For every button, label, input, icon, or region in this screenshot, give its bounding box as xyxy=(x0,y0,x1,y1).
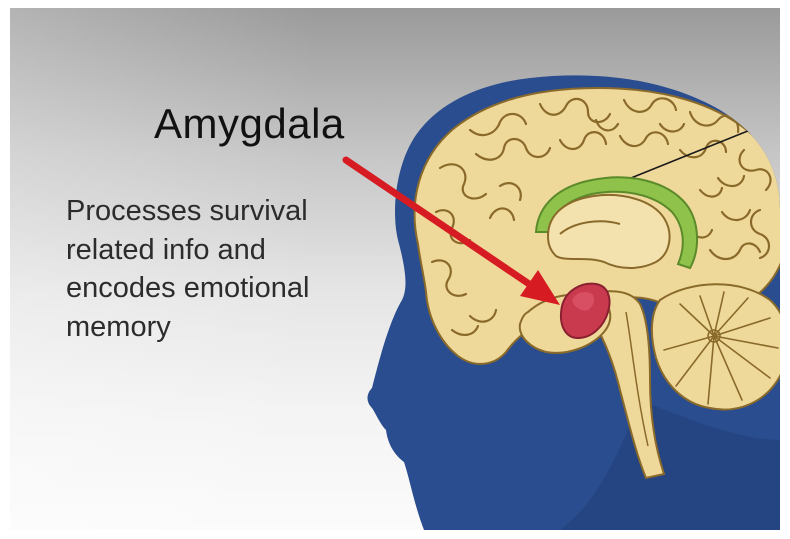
description-line: related info and xyxy=(66,231,386,270)
description-line: Processes survival xyxy=(66,192,386,231)
description-line: memory xyxy=(66,308,386,347)
description-line: encodes emotional xyxy=(66,269,386,308)
description-text: Processes survival related info and enco… xyxy=(66,192,386,346)
title-label: Amygdala xyxy=(154,100,345,148)
thalamus xyxy=(548,195,670,268)
